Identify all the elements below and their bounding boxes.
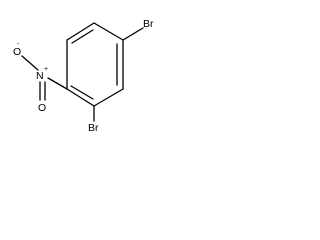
double-bond-c6-c1 [71, 29, 94, 44]
atom-oxygen-bottom: O [38, 102, 46, 114]
atom-br-top: Br [143, 18, 154, 30]
bond-nitrogen-oxygen-left [21, 55, 39, 71]
charge-oxygen-left: - [17, 41, 20, 48]
bond-c2-br-top [122, 27, 144, 41]
atom-oxygen-left: O [13, 46, 21, 58]
bond-c3-c4 [93, 88, 124, 107]
bond-c6-c1 [66, 22, 95, 41]
atom-br-bottom: Br [88, 122, 99, 134]
atom-nitrogen: N [36, 70, 44, 82]
bond-c4-c5 [66, 88, 95, 107]
structure-canvas: Br Br O - N + O [0, 0, 163, 155]
double-bond-c4-c5 [70, 85, 94, 100]
bond-c5-nitrogen [47, 77, 68, 90]
molecule-diagram: Br Br O - N + O [13, 18, 154, 134]
bond-c1-c2 [93, 22, 124, 41]
charge-nitrogen: + [44, 66, 48, 73]
